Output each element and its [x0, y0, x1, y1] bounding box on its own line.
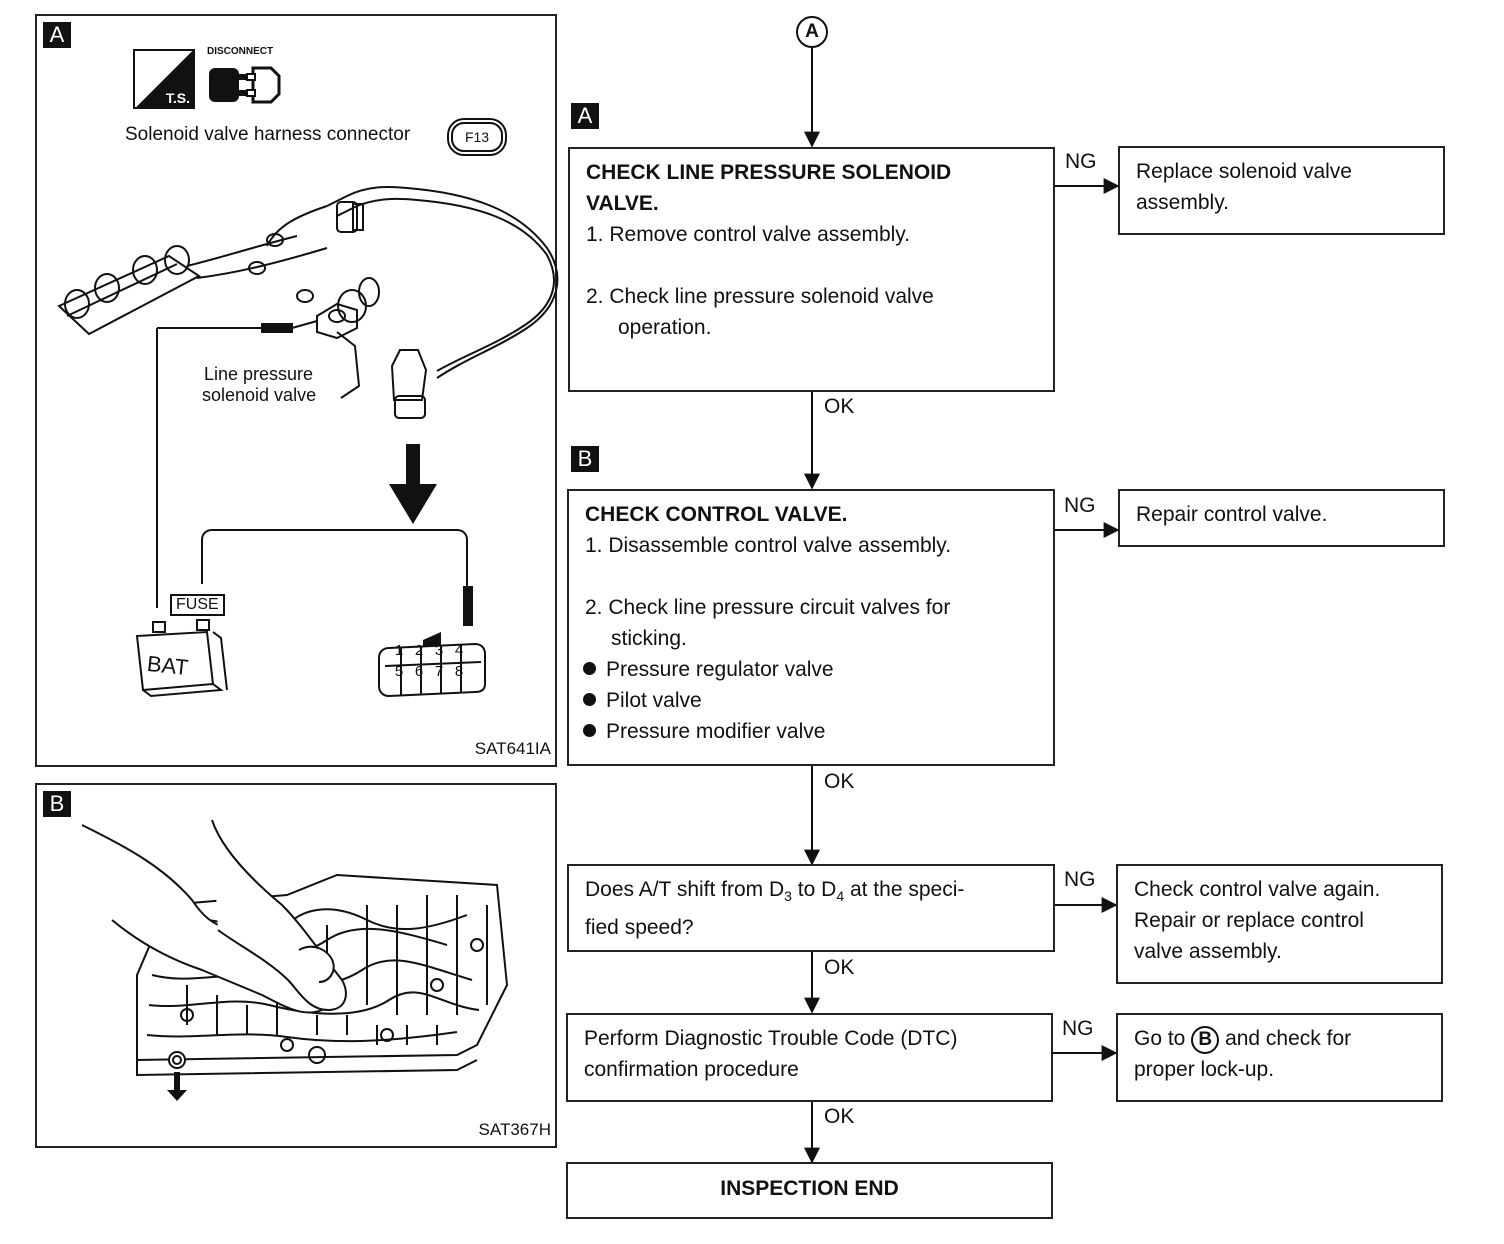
step2-box: CHECK CONTROL VALVE. 1. Disassemble cont… — [567, 489, 1055, 766]
result3-line-3: valve assembly. — [1134, 940, 1282, 963]
solenoid-harness-illustration — [57, 186, 559, 698]
step2-ng-label: NG — [1064, 494, 1096, 517]
step2-bullet-2-text: Pilot valve — [606, 689, 702, 712]
bullet-icon — [583, 724, 596, 737]
result4-post: and check for — [1225, 1027, 1352, 1050]
step3-ok-label: OK — [824, 956, 855, 979]
figure-b: B SAT367H — [35, 783, 557, 1148]
step1-box: CHECK LINE PRESSURE SOLENOID VALVE. 1. R… — [568, 147, 1055, 392]
valve-label-2: solenoid valve — [202, 385, 317, 405]
start-connector: A — [796, 16, 828, 48]
bullet-icon — [583, 662, 596, 675]
step2-bullet-3-text: Pressure modifier valve — [606, 720, 826, 743]
result4-box: Go to B and check for proper lock-up. — [1116, 1013, 1443, 1102]
connector-id: F13 — [464, 129, 490, 145]
step3-box: Does A/T shift from D3 to D4 at the spec… — [567, 864, 1055, 952]
step1-ok-label: OK — [824, 395, 855, 418]
step4-ok-label: OK — [824, 1105, 855, 1128]
pin-6: 6 — [414, 663, 424, 680]
figure-b-tag: B — [43, 791, 71, 817]
step3-line-2: fied speed? — [585, 916, 694, 940]
connector-id-badge: F13 — [451, 122, 503, 152]
step3-sub-1: 3 — [784, 888, 792, 905]
inspection-end-label: INSPECTION END — [720, 1177, 899, 1200]
fuse-label: FUSE — [170, 594, 225, 616]
step4-line-1: Perform Diagnostic Trouble Code (DTC) — [584, 1027, 958, 1050]
step4-line-2: confirmation procedure — [584, 1058, 799, 1081]
step2-item-1: 1. Disassemble control valve assembly. — [585, 534, 952, 557]
pin-5: 5 — [394, 663, 404, 680]
step2-item-2: 2. Check line pressure circuit valves fo… — [585, 596, 951, 619]
flow-tag-b: B — [571, 446, 599, 472]
step2-item-2b: sticking. — [611, 627, 687, 650]
result4-line-1: Go to B and check for — [1134, 1023, 1425, 1054]
disconnect-label: DISCONNECT — [207, 46, 274, 57]
step3-ng-label: NG — [1064, 868, 1096, 891]
step4-ng-label: NG — [1062, 1017, 1094, 1040]
figure-b-code: SAT367H — [478, 1120, 551, 1139]
step1-title-2: VALVE. — [586, 192, 659, 215]
pin-3: 3 — [434, 642, 444, 659]
ts-label: T.S. — [165, 90, 190, 106]
result3-line-2: Repair or replace control — [1134, 909, 1364, 932]
step3-text-a: Does A/T shift from D — [585, 878, 785, 901]
pin-4: 4 — [454, 642, 464, 659]
pins-top-row: 1 2 3 4 — [389, 642, 479, 659]
step3-sub-2: 4 — [836, 888, 845, 905]
step3-text-c: at the speci- — [844, 878, 965, 901]
figure-a: A T.S. DISCONNECT Solenoid valve harness… — [35, 14, 559, 767]
pin-2: 2 — [414, 642, 424, 659]
step1-item-1: 1. Remove control valve assembly. — [586, 223, 911, 246]
result4-line-2: proper lock-up. — [1134, 1058, 1275, 1081]
figure-a-tag: A — [43, 22, 71, 48]
bullet-icon — [583, 693, 596, 706]
result1-box: Replace solenoid valve assembly. — [1118, 146, 1445, 235]
pin-8: 8 — [454, 663, 464, 680]
ts-icon: T.S. — [133, 49, 195, 109]
step3-line-1: Does A/T shift from D3 to D4 at the spec… — [585, 874, 1037, 912]
control-valve-illustration — [81, 819, 509, 1101]
pins-bottom-row: 5 6 7 8 — [389, 663, 479, 680]
step2-bullet-1-text: Pressure regulator valve — [606, 658, 834, 681]
result3-line-1: Check control valve again. — [1134, 878, 1381, 901]
pin-7: 7 — [434, 663, 444, 680]
result2-box: Repair control valve. — [1118, 489, 1445, 547]
step2-ok-label: OK — [824, 770, 855, 793]
step4-box: Perform Diagnostic Trouble Code (DTC) co… — [566, 1013, 1053, 1102]
step2-bullet-1: Pressure regulator valve — [583, 654, 1037, 685]
inspection-end-box: INSPECTION END — [566, 1162, 1053, 1219]
connector-pins: 1 2 3 4 5 6 7 8 — [389, 642, 479, 680]
result3-box: Check control valve again. Repair or rep… — [1116, 864, 1443, 984]
step1-ng-label: NG — [1065, 150, 1097, 173]
disconnect-icon — [209, 66, 281, 104]
step2-bullet-3: Pressure modifier valve — [583, 716, 1037, 747]
result1-line-2: assembly. — [1136, 191, 1229, 214]
step1-title-1: CHECK LINE PRESSURE SOLENOID — [586, 161, 952, 184]
step1-item-2b: operation. — [618, 316, 712, 339]
harness-caption: Solenoid valve harness connector — [125, 124, 411, 145]
pin-1: 1 — [394, 642, 404, 659]
result4-pre: Go to — [1134, 1027, 1186, 1050]
step2-title: CHECK CONTROL VALVE. — [585, 503, 848, 526]
valve-label-1: Line pressure — [204, 364, 314, 384]
flow-tag-a: A — [571, 103, 599, 129]
step2-bullet-2: Pilot valve — [583, 685, 1037, 716]
result4-circle-ref: B — [1191, 1026, 1220, 1054]
figure-a-code: SAT641IA — [474, 739, 551, 758]
result2-line-1: Repair control valve. — [1136, 503, 1328, 526]
result1-line-1: Replace solenoid valve — [1136, 160, 1352, 183]
step1-item-2: 2. Check line pressure solenoid valve — [586, 285, 934, 308]
step3-text-b: to D — [791, 878, 837, 901]
start-connector-label: A — [805, 21, 819, 42]
